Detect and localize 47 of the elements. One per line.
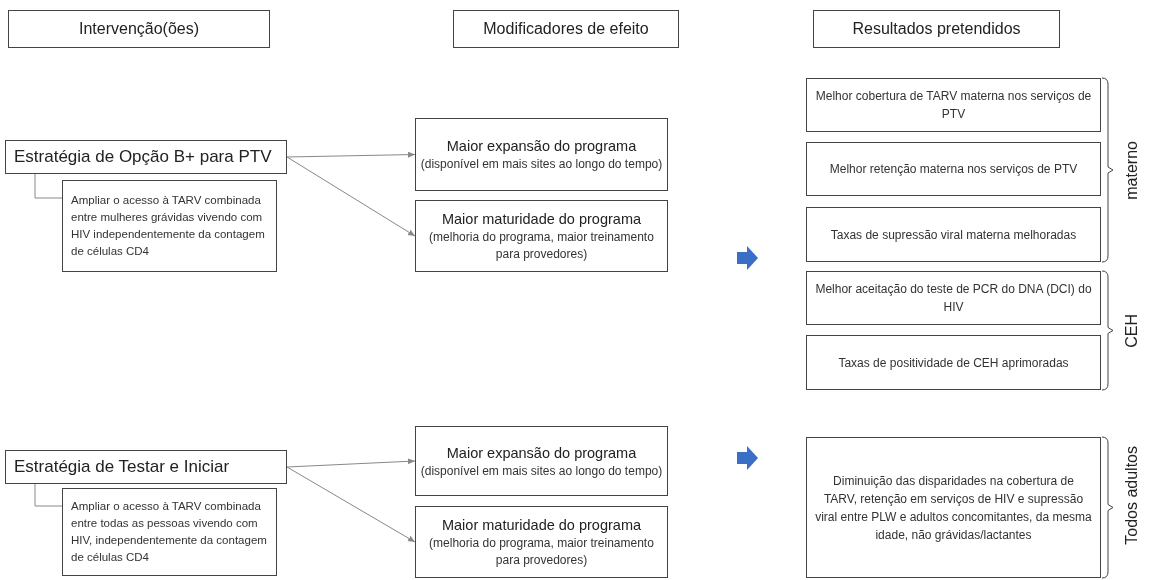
box-text: Maior maturidade do programa [441,516,642,535]
group-label: CEH [1122,314,1141,348]
outcome-box [806,207,1101,262]
outcome-box [806,142,1101,196]
box-text: Intervenção(ões) [78,19,200,39]
box-text: Melhor aceitação do teste de PCR do DNA (DCI) do HIV [815,281,1092,316]
group-label: materno [1122,140,1141,200]
box-text: Resultados pretendidos [852,19,1021,39]
box-text: Maior maturidade do programa [441,210,642,229]
box-text: Melhor retenção materna nos serviços de PTV [829,161,1078,178]
box-text: Ampliar o acesso à TARV combinada entre todas as pessoas vivendo com HIV, independentemente da contagem de células CD4 [71,499,268,565]
connector-arrow [286,151,416,158]
column-header-box [813,10,1060,48]
modifier-box [415,200,668,272]
outcome-box [806,271,1101,325]
box-subtext: (disponível em mais sites ao longo do tempo) [420,156,663,173]
connector-arrow [286,466,416,543]
modifier-box [415,118,668,191]
box-subtext: (melhoria do programa, maior treinamento para provedores) [428,229,655,263]
outcome-box [806,335,1101,390]
strategy-box [5,450,287,484]
box-text: Maior expansão do programa [446,137,637,156]
box-subtext: (disponível em mais sites ao longo do tempo) [420,462,663,480]
modifier-box [415,426,668,496]
box-text: Diminuição das disparidades na cobertura de TARV, retenção em serviços de HIV e supressão viral entre PLW e adultos concomitantes, da mesma idade, não grávidas/lactantes [815,472,1092,544]
strategy-box [5,140,287,174]
description-box [62,488,277,576]
box-text: Taxas de positividade de CEH aprimoradas [838,354,1069,372]
box-text: Maior expansão do programa [446,443,637,463]
modifier-box [415,506,668,578]
column-header-box [8,10,270,48]
description-box [62,180,277,272]
connector-arrow [286,458,416,468]
connector-arrow [34,483,63,507]
connector-arrow [286,156,416,237]
box-text: Melhor cobertura de TARV materna nos serviços de PTV [815,88,1092,123]
connector-arrow [34,173,63,199]
box-subtext: (melhoria do programa, maior treinamento para provedores) [428,535,655,569]
box-text: Ampliar o acesso à TARV combinada entre mulheres grávidas vivendo com HIV independentemente da contagem de células CD4 [71,193,266,259]
box-text: Estratégia de Testar e Iniciar [14,456,230,479]
outcome-box [806,437,1101,578]
box-text: Taxas de supressão viral materna melhoradas [830,226,1077,244]
box-text: Estratégia de Opção B+ para PTV [14,146,272,169]
outcome-box [806,78,1101,132]
box-text: Modificadores de efeito [483,19,649,39]
column-header-box [453,10,679,48]
group-label: Todos adultos [1122,445,1141,545]
